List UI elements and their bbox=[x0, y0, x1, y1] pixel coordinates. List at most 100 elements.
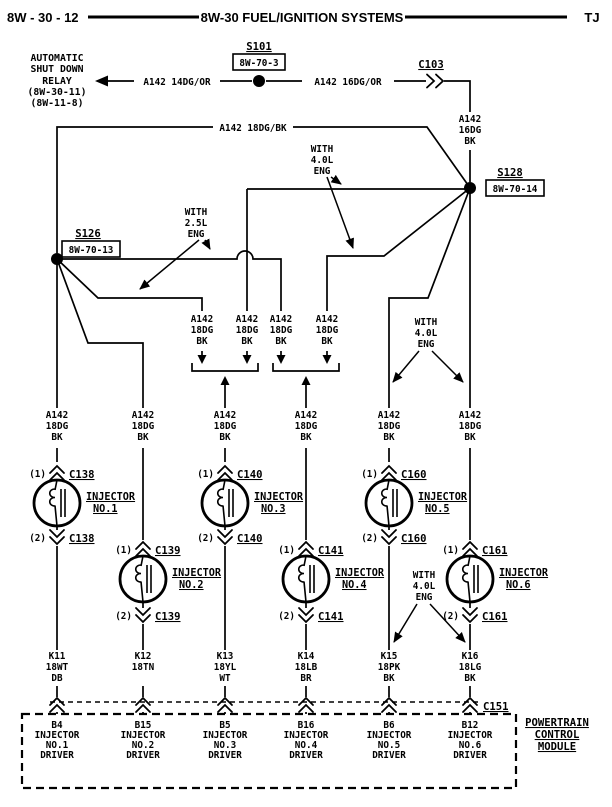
page-title: 8W-30 FUEL/IGNITION SYSTEMS bbox=[201, 10, 404, 25]
pcm-b5-l2: NO.3 bbox=[214, 740, 236, 751]
inj3-pin1: (1) bbox=[197, 469, 214, 480]
pcm-pin-b5: B5 bbox=[219, 720, 230, 731]
col6-supply-l3: BK bbox=[464, 432, 476, 443]
page-ref: 8W - 30 - 12 bbox=[7, 10, 79, 25]
injector-1: (1) C138 INJECTOR NO.1 (2) C138 bbox=[29, 464, 136, 714]
pcm-b15-l2: NO.2 bbox=[132, 740, 154, 751]
pcm-b6-l3: DRIVER bbox=[372, 750, 406, 761]
merge-bracket-1 bbox=[191, 355, 259, 462]
connector-c141-top-icon bbox=[298, 540, 314, 550]
inj1-pin2: (2) bbox=[29, 533, 46, 544]
connector-c138-top-icon bbox=[49, 464, 65, 474]
mid-wire-1-l3: BK bbox=[196, 336, 208, 347]
bracket2-in-arrow-2 bbox=[322, 355, 332, 364]
k11-l3: DB bbox=[51, 673, 63, 684]
splice-s128-label: S128 bbox=[497, 167, 523, 179]
bracket1-in-arrow-2 bbox=[242, 355, 252, 364]
inj5-conn-top: C160 bbox=[401, 469, 427, 481]
col2-supply-l1: A142 bbox=[132, 410, 154, 421]
injector-3-coil-icon bbox=[216, 479, 234, 527]
splice-s101-label: S101 bbox=[246, 41, 272, 53]
injector-4-coil-icon bbox=[297, 555, 315, 603]
mid-wire-labels: A142 18DG BK A142 18DG BK A142 18DG BK A… bbox=[191, 314, 339, 347]
pcm-b4-l2: NO.1 bbox=[46, 740, 69, 751]
connector-c160-top-icon bbox=[381, 471, 397, 481]
k16-l2: 18LG bbox=[459, 662, 482, 673]
with-40l-mid-3: ENG bbox=[418, 339, 435, 350]
bracket1-icon bbox=[191, 363, 259, 372]
splice-s101-ref-box bbox=[232, 53, 286, 71]
k12-l1: K12 bbox=[135, 651, 152, 662]
with-40l-upper-arrow-2 bbox=[326, 176, 354, 249]
splice-s126-dot bbox=[51, 253, 63, 265]
inj3-conn-top: C140 bbox=[237, 469, 263, 481]
bracket2-icon bbox=[272, 363, 340, 372]
splice-s128-ref-box bbox=[485, 179, 545, 197]
inj6-name: INJECTOR bbox=[499, 568, 549, 579]
asd-relay-line5: (8W-11-8) bbox=[30, 98, 83, 109]
inj2-name: INJECTOR bbox=[172, 568, 222, 579]
pcm-b12-l1: INJECTOR bbox=[448, 730, 493, 741]
wire-c103-drop bbox=[444, 80, 471, 182]
injector-6: (1) C161 INJECTOR NO.6 (2) C161 bbox=[442, 540, 549, 714]
pcm-title-l3: MODULE bbox=[538, 741, 576, 753]
inj4-pin1: (1) bbox=[278, 545, 295, 556]
inj4-name: INJECTOR bbox=[335, 568, 385, 579]
with-40l-upper-arrow-1 bbox=[330, 174, 342, 185]
k11-l1: K11 bbox=[49, 651, 66, 662]
inj2-pin2: (2) bbox=[115, 611, 132, 622]
inj6-pin2: (2) bbox=[442, 611, 459, 622]
with-40l-mid-arrow-2 bbox=[431, 350, 464, 383]
wire-label-a142-16dg-bk-2: 16DG bbox=[459, 125, 482, 136]
connector-c138-top-icon bbox=[49, 471, 65, 481]
connector-c139-top-icon bbox=[135, 547, 151, 557]
asd-relay-reference: AUTOMATIC SHUT DOWN RELAY (8W-30-11) (8W… bbox=[28, 53, 108, 109]
wire-s126-to-col2 bbox=[56, 258, 144, 540]
mid-wire-4-l1: A142 bbox=[316, 314, 338, 325]
mid-wire-3-l1: A142 bbox=[270, 314, 292, 325]
inj1-conn-bot: C138 bbox=[69, 533, 95, 545]
col5-supply-l1: A142 bbox=[378, 410, 400, 421]
pcm-section: C151 B4 INJECTOR NO.1 DRIVER B15 INJECTO… bbox=[20, 696, 589, 790]
inj5-num: NO.5 bbox=[425, 504, 450, 515]
top-wire-run: A142 14DG/OR S101 8W-70-3 A142 16DG/OR C… bbox=[108, 41, 482, 182]
inj2-pin1: (1) bbox=[115, 545, 132, 556]
injector-1-coil-icon bbox=[48, 479, 66, 527]
inj5-pin2: (2) bbox=[361, 533, 378, 544]
pcm-pin-b12: B12 bbox=[462, 720, 479, 731]
wire-a142-18dg-bk-branch bbox=[56, 126, 469, 253]
inj3-name: INJECTOR bbox=[254, 492, 304, 503]
k11-l2: 18WT bbox=[46, 662, 69, 673]
asd-relay-line1: AUTOMATIC bbox=[30, 53, 83, 64]
merge-bracket-2 bbox=[272, 355, 340, 540]
inj3-conn-bot: C140 bbox=[237, 533, 263, 545]
k13-l1: K13 bbox=[217, 651, 234, 662]
mid-wire-2-l3: BK bbox=[241, 336, 253, 347]
pcm-b6-l2: NO.5 bbox=[378, 740, 400, 751]
splice-s101-ref: 8W-70-3 bbox=[239, 58, 278, 69]
bracket1-in-arrow-1 bbox=[197, 355, 207, 364]
with-40l-mid-arrow-1 bbox=[392, 350, 420, 383]
inj2-conn-bot: C139 bbox=[155, 611, 181, 623]
wire-label-a142-16dg-bk-1: A142 bbox=[459, 114, 481, 125]
pcm-b12-l2: NO.6 bbox=[459, 740, 482, 751]
annotation-with-4.0l-mid: WITH 4.0L ENG bbox=[392, 317, 464, 383]
connector-c139-bot-icon bbox=[135, 614, 151, 624]
col6-supply-l2: 18DG bbox=[459, 421, 482, 432]
col6-supply-l1: A142 bbox=[459, 410, 481, 421]
inj4-conn-bot: C141 bbox=[318, 611, 344, 623]
wire-label-a142-16dg-or: A142 16DG/OR bbox=[314, 77, 382, 88]
wire-label-a142-18dg-bk: A142 18DG/BK bbox=[219, 123, 287, 134]
inj1-num: NO.1 bbox=[93, 504, 118, 515]
off-page-arrow-icon bbox=[95, 75, 108, 87]
k14-l3: BR bbox=[300, 673, 312, 684]
injector-5-coil-icon bbox=[380, 479, 398, 527]
pcm-pin-b16: B16 bbox=[298, 720, 315, 731]
wire-label-a142-14dg-or: A142 14DG/OR bbox=[143, 77, 211, 88]
connector-c160-bot-icon bbox=[381, 529, 397, 539]
mid-wire-2-l2: 18DG bbox=[236, 325, 259, 336]
col4-supply-l3: BK bbox=[300, 432, 312, 443]
col5-supply-l3: BK bbox=[383, 432, 395, 443]
with-25l-2: 2.5L bbox=[185, 218, 208, 229]
